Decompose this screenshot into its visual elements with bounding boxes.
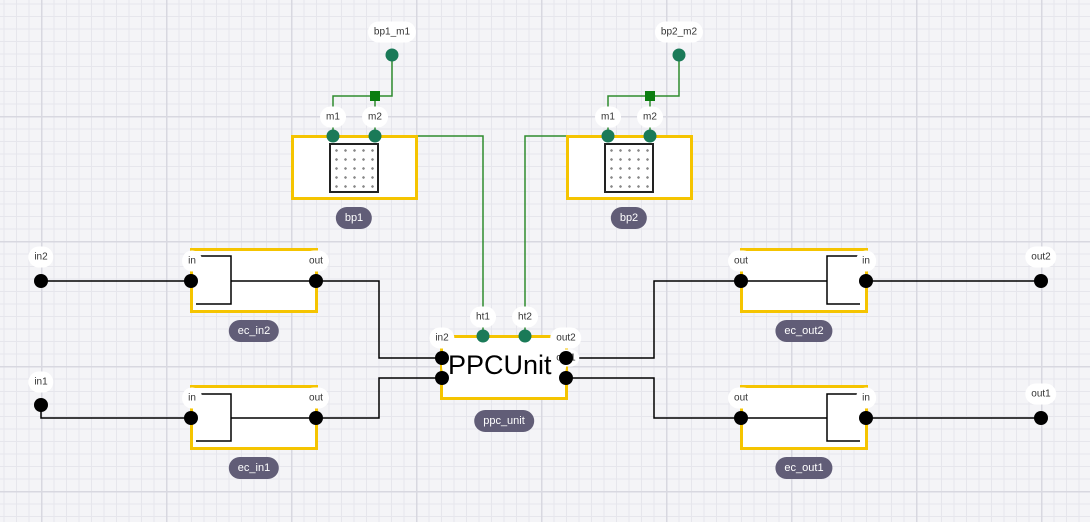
ec-out1-label[interactable]: ec_out1 xyxy=(775,457,833,479)
bp2-m1-label: m1 xyxy=(595,106,621,128)
ec-out2-label[interactable]: ec_out2 xyxy=(775,320,833,342)
ec-in2-label[interactable]: ec_in2 xyxy=(228,320,280,342)
wire-bp1-to-ht1[interactable] xyxy=(417,135,484,336)
ppc-unit-title: PPCUnit xyxy=(448,350,552,380)
ec-in2-out-label: out xyxy=(303,250,329,272)
ext-bp1-m1-label: bp1_m1 xyxy=(367,21,417,43)
ec-in2-in-port[interactable] xyxy=(184,274,198,288)
ext-out2-port[interactable] xyxy=(1034,274,1048,288)
ext-bp1-m1-port[interactable] xyxy=(385,48,399,62)
ec-in2-block[interactable] xyxy=(190,248,318,313)
ext-out1-port[interactable] xyxy=(1034,411,1048,425)
ppc-out2-port[interactable] xyxy=(559,351,573,365)
ec-in2-out-port[interactable] xyxy=(309,274,323,288)
ppc-ht1-label: ht1 xyxy=(470,306,496,328)
ppc-in1-port[interactable] xyxy=(435,371,449,385)
ec-out2-out-label: out xyxy=(728,250,754,272)
wire-in1-to-ec-in1[interactable] xyxy=(40,405,190,419)
bp1-m1-port[interactable] xyxy=(326,129,340,143)
bp2-matrix-icon xyxy=(604,143,654,193)
wire-ppc-to-ec-out1[interactable] xyxy=(566,377,741,419)
ext-bp2-m2-label: bp2_m2 xyxy=(654,21,704,43)
ec-out1-block[interactable] xyxy=(740,385,868,450)
bp2-m1-port[interactable] xyxy=(601,129,615,143)
ec-out2-out-port[interactable] xyxy=(734,274,748,288)
ext-in1-label: in1 xyxy=(28,371,54,393)
ext-in1-port[interactable] xyxy=(34,398,48,412)
bp1-matrix-icon xyxy=(329,143,379,193)
bp2-m2-port[interactable] xyxy=(643,129,657,143)
ec-in1-out-label: out xyxy=(303,387,329,409)
wire-bp2-to-ht2[interactable] xyxy=(524,135,567,336)
ext-out2-label: out2 xyxy=(1025,246,1057,268)
ext-in2-label: in2 xyxy=(28,246,54,268)
bp2-m2-label: m2 xyxy=(637,106,663,128)
ext-out1-label: out1 xyxy=(1025,383,1057,405)
ec-in1-label[interactable]: ec_in1 xyxy=(228,457,280,479)
bp1-m1-label: m1 xyxy=(320,106,346,128)
bp2-label[interactable]: bp2 xyxy=(610,207,648,229)
ppc-unit-label[interactable]: ppc_unit xyxy=(474,410,534,432)
ppc-ht2-port[interactable] xyxy=(518,329,532,343)
wire-ppc-to-ec-out2[interactable] xyxy=(566,280,741,359)
ec-out1-in-port[interactable] xyxy=(859,411,873,425)
ec-out2-in-port[interactable] xyxy=(859,274,873,288)
ec-in1-in-port[interactable] xyxy=(184,411,198,425)
ec-out1-out-port[interactable] xyxy=(734,411,748,425)
ec-out2-block[interactable] xyxy=(740,248,868,313)
bp1-label[interactable]: bp1 xyxy=(335,207,373,229)
ec-in1-in-label: in xyxy=(182,387,202,409)
wire-ec-in2-to-ppc[interactable] xyxy=(316,280,442,359)
ec-in1-block[interactable] xyxy=(190,385,318,450)
bp1-m2-label: m2 xyxy=(362,106,388,128)
ext-bp2-m2-port[interactable] xyxy=(672,48,686,62)
wire-ec-in1-to-ppc[interactable] xyxy=(316,377,442,419)
ppc-in2-label: in2 xyxy=(429,327,455,349)
ppc-title-bg xyxy=(442,351,566,381)
ec-in1-out-port[interactable] xyxy=(309,411,323,425)
ext-in2-port[interactable] xyxy=(34,274,48,288)
bp1-m2-port[interactable] xyxy=(368,129,382,143)
ec-out2-in-label: in xyxy=(856,250,876,272)
ppc-out1-port[interactable] xyxy=(559,371,573,385)
ec-out1-out-label: out xyxy=(728,387,754,409)
ec-in2-in-label: in xyxy=(182,250,202,272)
bp1-connection-node[interactable] xyxy=(370,91,380,101)
bp2-connection-node[interactable] xyxy=(645,91,655,101)
ppc-ht2-label: ht2 xyxy=(512,306,538,328)
ppc-out2-label: out2 xyxy=(550,327,582,349)
ppc-in2-port[interactable] xyxy=(435,351,449,365)
ec-out1-in-label: in xyxy=(856,387,876,409)
ppc-ht1-port[interactable] xyxy=(476,329,490,343)
